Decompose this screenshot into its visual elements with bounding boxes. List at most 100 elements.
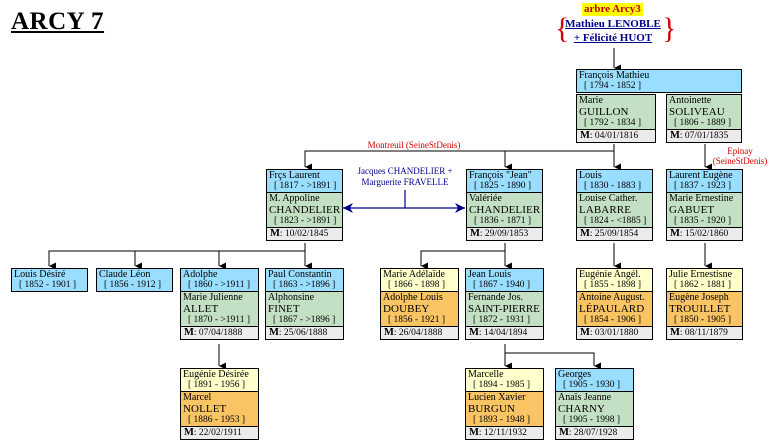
spouse-first-name: Adolphe Louis <box>383 292 443 303</box>
spouse-surname: LÉPAULARD <box>579 303 645 315</box>
couple-laurent-eugene[interactable]: Laurent Eugène[ 1837 - 1923 ]Marie Ernes… <box>666 169 743 241</box>
spouse-surname: TROUILLET <box>669 303 731 315</box>
person-panel: Louis Désiré[ 1852 - 1901 ] <box>12 269 87 291</box>
origin-couple: Mathieu LENOBLE + Félicité HUOT <box>560 17 666 45</box>
marriage-date: M: 22/02/1911 <box>181 427 258 439</box>
spouse-years: [ 1854 - 1906 ] <box>584 315 641 325</box>
spouse-panel: Antoinette SOLIVEAU [ 1806 - 1889 ] <box>667 95 741 130</box>
couple-paul-constantin[interactable]: Paul Constantin[ 1863 - >1896 ]Alphonsin… <box>265 268 344 340</box>
marriage-date: M: 04/01/1816 <box>577 130 655 142</box>
person-panel: Georges[ 1905 - 1930 ] <box>556 369 633 392</box>
origin-link-mathieu-lenoble[interactable]: Mathieu LENOBLE <box>565 18 661 30</box>
spouse-first-name: Louise Cather. <box>579 193 638 204</box>
spouse-years: [ 1856 - 1921 ] <box>388 315 445 325</box>
spouse-first-name: Lucien Xavier <box>468 392 526 403</box>
spouse-panel: Fernande Jos.SAINT-PIERRE[ 1872 - 1931 ] <box>466 292 543 327</box>
link-frcs-children <box>48 243 306 270</box>
person-name: Jean Louis <box>468 269 512 280</box>
spouse-surname: CHARNY <box>558 403 606 415</box>
couple-louis[interactable]: Louis[ 1830 - 1883 ]Louise Cather.LABARR… <box>576 169 653 241</box>
marriage-value: : 25/09/1854 <box>589 229 639 239</box>
origin-link-felicite-huot[interactable]: + Félicité HUOT <box>573 32 653 44</box>
person-years: [ 1830 - 1883 ] <box>584 181 641 191</box>
marriage-date: M: 14/04/1894 <box>466 327 543 339</box>
spouse-first-name: Eugène Joseph <box>669 292 729 303</box>
person-louis-desire[interactable]: Louis Désiré[ 1852 - 1901 ] <box>11 268 88 292</box>
person-name: Marie Adélaïde <box>383 269 445 280</box>
marriage-label: M <box>469 327 479 338</box>
marriage-label: M <box>580 327 590 338</box>
person-years: [ 1863 - >1896 ] <box>273 280 336 290</box>
spouse-panel: Marie GUILLON [ 1792 - 1834 ] <box>577 95 655 130</box>
marriage-label: M <box>470 228 480 239</box>
person-panel: Marie Adélaïde[ 1866 - 1898 ] <box>381 269 458 292</box>
person-years: [ 1891 - 1956 ] <box>188 380 245 390</box>
person-name: Eugénie Désirée <box>183 369 249 380</box>
person-years: [ 1855 - 1898 ] <box>584 280 641 290</box>
note-chandelier-line2: Marguerite FRAVELLE <box>361 177 449 187</box>
spouse-surname: SOLIVEAU <box>669 106 725 118</box>
marriage-value: : 22/02/1911 <box>193 428 242 438</box>
spouse-antoinette-soliveau[interactable]: Antoinette SOLIVEAU [ 1806 - 1889 ] M: 0… <box>666 94 742 143</box>
person-claude-leon[interactable]: Claude Léon[ 1856 - 1912 ] <box>96 268 173 292</box>
person-panel: Paul Constantin[ 1863 - >1896 ] <box>266 269 343 292</box>
page-title: ARCY 7 <box>11 8 105 35</box>
person-years: [ 1894 - 1985 ] <box>473 380 530 390</box>
spouse-years: [ 1886 - 1953 ] <box>188 415 245 425</box>
spouse-first-name: Antoinette <box>669 95 712 106</box>
marriage-date: M: 15/02/1860 <box>667 228 742 240</box>
marriage-label: M <box>670 228 680 239</box>
marriage-label: M <box>580 130 590 141</box>
spouse-surname: CHANDELIER <box>469 204 541 216</box>
note-epinay: Epinay (SeineStDenis) <box>708 146 772 166</box>
person-name: Adolphe <box>183 269 218 280</box>
person-name: Frçs Laurent <box>269 170 320 181</box>
person-panel: Frçs Laurent[ 1817 - >1891 ] <box>267 170 342 193</box>
note-montreuil: Montreuil (SeineStDenis) <box>367 140 461 150</box>
person-name: Eugénie Angél. <box>579 269 641 280</box>
marriage-value: : 03/01/1880 <box>589 328 639 338</box>
couple-jean-louis[interactable]: Jean Louis[ 1867 - 1940 ]Fernande Jos.SA… <box>465 268 544 340</box>
spouse-years: [ 1835 - 1920 ] <box>674 216 731 226</box>
note-chandelier-line1: Jacques CHANDELIER + <box>357 166 453 176</box>
person-name: François "Jean" <box>469 170 532 181</box>
person-francois-mathieu[interactable]: François Mathieu [ 1794 - 1852 ] <box>576 69 742 93</box>
spouse-first-name: Marie <box>579 95 603 106</box>
marriage-date: M: 25/09/1854 <box>577 228 652 240</box>
marriage-label: M <box>559 427 569 438</box>
marriage-label: M <box>580 228 590 239</box>
note-epinay-line2: (SeineStDenis) <box>712 156 768 166</box>
person-panel: François "Jean"[ 1825 - 1890 ] <box>467 170 542 193</box>
couple-julie-ernestisne[interactable]: Julie Ernestisne[ 1862 - 1881 ]Eugène Jo… <box>666 268 743 340</box>
marriage-value: : 26/04/1888 <box>393 328 443 338</box>
person-years: [ 1817 - >1891 ] <box>274 181 337 191</box>
person-name: Laurent Eugène <box>669 170 733 181</box>
couple-eugenie-angel[interactable]: Eugénie Angél.[ 1855 - 1898 ] Antoine Aug… <box>576 268 653 340</box>
person-panel: Marcelle[ 1894 - 1985 ] <box>466 369 543 392</box>
person-name: Marcelle <box>468 369 504 380</box>
couple-marie-adelaide[interactable]: Marie Adélaïde[ 1866 - 1898 ]Adolphe Lou… <box>380 268 459 340</box>
spouse-first-name: Antoine August. <box>579 292 645 303</box>
marriage-date: M: 07/04/1888 <box>181 327 258 339</box>
person-name: François Mathieu <box>579 70 650 81</box>
marriage-date: M: 29/09/1853 <box>467 228 542 240</box>
person-years: [ 1794 - 1852 ] <box>584 81 641 91</box>
spouse-surname: DOUBEY <box>383 303 430 315</box>
marriage-date: M: 28/07/1928 <box>556 427 633 439</box>
spouse-surname: SAINT-PIERRE <box>468 303 540 315</box>
spouse-marie-guillon[interactable]: Marie GUILLON [ 1792 - 1834 ] M: 04/01/1… <box>576 94 656 143</box>
right-brace-icon: } <box>662 12 677 45</box>
person-years: [ 1852 - 1901 ] <box>19 280 76 290</box>
person-years: [ 1860 - >1911 ] <box>188 280 250 290</box>
